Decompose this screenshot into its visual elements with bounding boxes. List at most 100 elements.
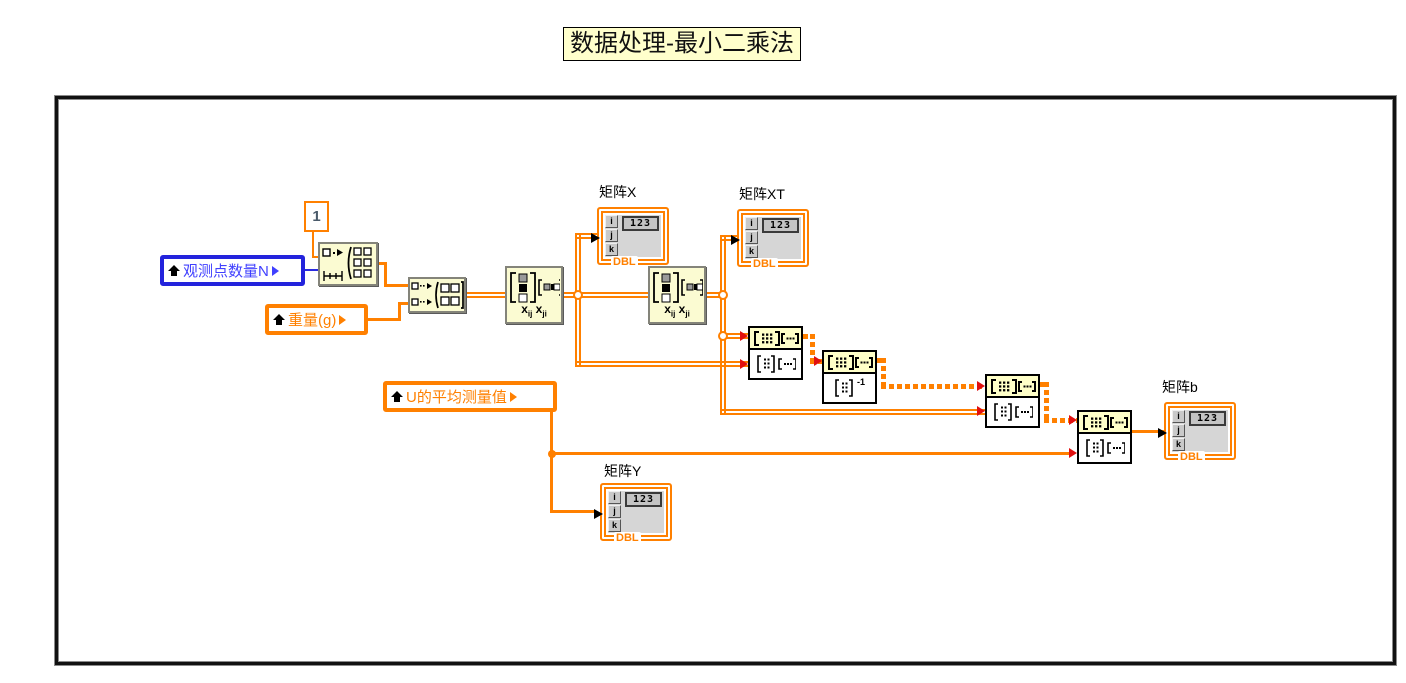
wire-segment[interactable]	[720, 292, 726, 415]
wire-junction	[718, 290, 728, 300]
chevron-right-icon	[509, 391, 517, 402]
indicator-matrix-y[interactable]: i j k 123 DBL	[594, 483, 672, 544]
numeric-constant-1[interactable]: 1	[304, 201, 329, 232]
wire-segment[interactable]	[1132, 430, 1164, 433]
wire-junction	[718, 331, 728, 341]
axb-multiply-node-3[interactable]	[1077, 410, 1132, 464]
indicator-label-matrix-xt[interactable]: 矩阵XT	[739, 186, 785, 202]
indicator-label-matrix-x[interactable]: 矩阵X	[599, 184, 637, 200]
matrix-wire-segment[interactable]	[803, 334, 815, 339]
indicator-matrix-xt[interactable]: i j k 123 DBL	[731, 209, 809, 270]
index-boxes: i j k	[745, 217, 758, 259]
wire-segment[interactable]	[563, 292, 648, 298]
index-j[interactable]: j	[605, 229, 618, 242]
wire-segment[interactable]	[312, 229, 314, 258]
index-j[interactable]: j	[1172, 424, 1185, 437]
initialize-array-node[interactable]	[318, 242, 378, 286]
axb-multiply-node-1[interactable]	[748, 326, 803, 380]
chevron-right-icon	[339, 314, 347, 325]
matrix-wire-segment[interactable]	[1044, 418, 1077, 423]
matrix-multiply-body-icon	[750, 350, 801, 378]
wire-segment[interactable]	[305, 269, 319, 271]
indicator-label-matrix-b[interactable]: 矩阵b	[1162, 379, 1198, 395]
index-j[interactable]: j	[608, 505, 621, 518]
wire-segment[interactable]	[575, 292, 581, 367]
wire-segment[interactable]	[398, 302, 401, 321]
wire-segment[interactable]	[378, 262, 387, 265]
index-k[interactable]: k	[745, 245, 758, 258]
home-icon	[168, 265, 180, 276]
control-label: U的平均测量值	[406, 389, 507, 406]
input-arrow-icon	[1069, 448, 1077, 458]
transpose-2d-array-node-1[interactable]: xij xji	[505, 266, 563, 324]
inverse-exponent: -1	[856, 377, 865, 387]
control-terminal-u-mean[interactable]: U的平均测量值	[383, 381, 557, 412]
wire-segment[interactable]	[720, 333, 748, 339]
wire-segment[interactable]	[575, 233, 597, 239]
control-terminal-weight[interactable]: 重量(g)	[265, 304, 368, 335]
matrix-multiply-header-icon	[750, 328, 801, 350]
wire-segment[interactable]	[312, 256, 321, 258]
initialize-array-icon	[322, 246, 372, 281]
control-label: 观测点数量N	[183, 263, 269, 280]
wire-segment[interactable]	[368, 318, 401, 321]
home-icon	[273, 314, 285, 325]
matrix-multiply-header-icon	[987, 376, 1038, 398]
wire-segment[interactable]	[398, 302, 408, 305]
wire-segment[interactable]	[466, 292, 505, 298]
input-arrow-icon	[740, 331, 748, 341]
transpose-icon	[653, 271, 703, 303]
wire-segment[interactable]	[550, 452, 1069, 455]
wire-segment[interactable]	[550, 410, 553, 513]
input-arrow-icon	[740, 359, 748, 369]
build-array-icon	[411, 281, 464, 309]
wire-segment[interactable]	[706, 292, 723, 298]
input-arrow-icon	[977, 381, 985, 391]
input-arrow-icon	[814, 356, 822, 366]
datatype-badge: DBL	[611, 256, 638, 268]
input-arrow-icon	[731, 235, 740, 245]
diagram-title[interactable]: 数据处理-最小二乘法	[563, 27, 801, 61]
wire-segment[interactable]	[720, 409, 985, 415]
axb-multiply-node-2[interactable]	[985, 374, 1040, 428]
numeric-display[interactable]: 123	[1189, 411, 1226, 426]
matrix-wire-segment[interactable]	[810, 334, 815, 364]
index-k[interactable]: k	[1172, 438, 1185, 451]
wire-segment[interactable]	[575, 233, 581, 295]
index-i[interactable]: i	[608, 491, 621, 504]
index-k[interactable]: k	[605, 243, 618, 256]
matrix-wire-segment[interactable]	[881, 384, 985, 389]
numeric-display[interactable]: 123	[762, 218, 799, 233]
wire-segment[interactable]	[720, 235, 726, 295]
index-k[interactable]: k	[608, 519, 621, 532]
input-arrow-icon	[977, 406, 985, 416]
numeric-display[interactable]: 123	[622, 216, 659, 231]
wire-segment[interactable]	[550, 510, 595, 513]
wire-segment[interactable]	[384, 284, 408, 287]
control-label: 重量(g)	[288, 312, 337, 329]
build-array-node[interactable]	[408, 277, 466, 313]
transpose-2d-array-node-2[interactable]: xij xji	[648, 266, 706, 324]
index-j[interactable]: j	[745, 231, 758, 244]
wire-segment[interactable]	[720, 235, 739, 241]
indicator-matrix-b[interactable]: i j k 123 DBL	[1158, 402, 1236, 463]
indicator-matrix-x[interactable]: i j k 123 DBL	[591, 207, 669, 268]
block-diagram-frame	[55, 96, 1396, 665]
wire-junction	[573, 290, 583, 300]
wire-segment[interactable]	[384, 262, 387, 287]
datatype-badge: DBL	[1178, 451, 1205, 463]
numeric-display[interactable]: 123	[625, 492, 662, 507]
index-boxes: i j k	[1172, 410, 1185, 452]
index-i[interactable]: i	[1172, 410, 1185, 423]
indicator-label-matrix-y[interactable]: 矩阵Y	[604, 463, 642, 479]
wire-segment[interactable]	[575, 361, 748, 367]
inverse-matrix-node[interactable]: -1	[822, 350, 877, 404]
control-terminal-n-points[interactable]: 观测点数量N	[160, 255, 305, 286]
transpose-formula: xij xji	[664, 301, 690, 319]
inverse-matrix-body-icon: -1	[824, 374, 875, 402]
input-arrow-icon	[1069, 415, 1077, 425]
matrix-wire-segment[interactable]	[881, 358, 886, 389]
index-i[interactable]: i	[745, 217, 758, 230]
index-i[interactable]: i	[605, 215, 618, 228]
matrix-wire-segment[interactable]	[1044, 382, 1049, 423]
